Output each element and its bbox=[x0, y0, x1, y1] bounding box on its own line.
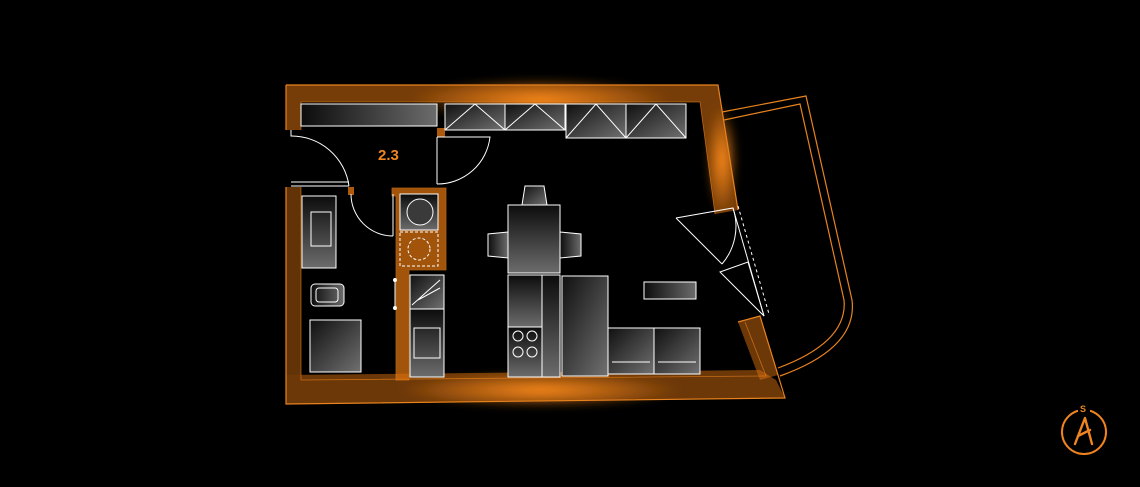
sofa-right bbox=[653, 327, 701, 375]
balcony bbox=[721, 95, 854, 377]
bath-cabinet bbox=[301, 195, 337, 269]
kitchen-sink-unit bbox=[409, 308, 445, 378]
outer-wall-left bbox=[286, 187, 301, 375]
partition-stub-top bbox=[437, 128, 445, 137]
washer-drum bbox=[406, 198, 434, 226]
shelf-entry bbox=[300, 103, 438, 127]
bath-door-swing bbox=[350, 193, 394, 237]
balcony-door-swing-1 bbox=[675, 207, 737, 265]
glow-right bbox=[706, 105, 738, 215]
chair-right bbox=[559, 231, 582, 259]
entry-door-swing bbox=[290, 130, 350, 187]
compass: S bbox=[1061, 402, 1107, 455]
tv-stand bbox=[643, 281, 697, 300]
partition-stub bbox=[348, 187, 354, 195]
wall-outline bbox=[285, 84, 786, 405]
kitchen-sink bbox=[413, 327, 441, 359]
wardrobe-1 bbox=[444, 103, 506, 131]
bathroom bbox=[301, 193, 439, 373]
glow-bottom bbox=[400, 372, 680, 408]
toilet bbox=[310, 283, 345, 307]
hall-door-swing bbox=[436, 136, 491, 185]
room-label: 2.3 bbox=[378, 147, 399, 164]
shower bbox=[309, 319, 362, 373]
chair-top bbox=[521, 185, 548, 206]
outer-wall bbox=[286, 85, 738, 214]
dining-table bbox=[507, 204, 561, 274]
doors bbox=[290, 130, 770, 317]
kitchen-counter-1 bbox=[507, 274, 543, 328]
compass-needle-icon bbox=[1073, 416, 1094, 446]
balcony-door-swing-2 bbox=[719, 261, 765, 317]
chair-left bbox=[487, 231, 509, 259]
wardrobe-4 bbox=[625, 103, 687, 139]
sofa-left bbox=[607, 327, 655, 375]
compass-north-letter: S bbox=[1080, 404, 1086, 414]
dryer-drum bbox=[407, 237, 431, 261]
dryer bbox=[399, 231, 439, 267]
fridge-cabinet bbox=[561, 275, 609, 377]
balcony-inner bbox=[723, 103, 845, 369]
cooktop bbox=[507, 326, 543, 378]
bath-sink bbox=[310, 211, 332, 247]
toilet-inner bbox=[315, 287, 339, 303]
kitchen-counter-2 bbox=[541, 274, 561, 378]
furniture bbox=[409, 185, 701, 378]
top-cabinets bbox=[300, 103, 687, 139]
balcony-outline bbox=[721, 95, 854, 377]
wardrobe-2 bbox=[504, 103, 566, 131]
outer-wall-right-lower bbox=[738, 316, 778, 380]
wardrobe-3 bbox=[565, 103, 627, 139]
